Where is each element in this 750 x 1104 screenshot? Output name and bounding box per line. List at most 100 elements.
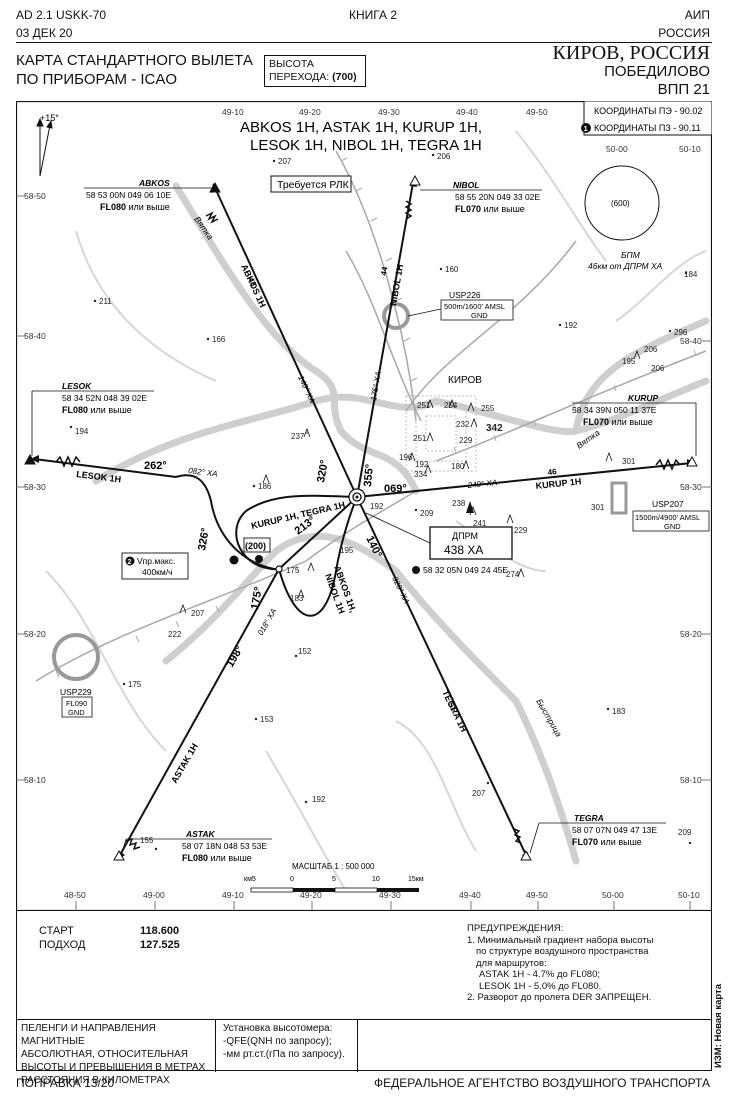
svg-text:FL070 или выше: FL070 или выше [572,837,642,847]
usp229-floor: GND [68,708,85,717]
transition-label1: ВЫСОТА [269,58,314,70]
sid-routes [33,182,693,856]
elevation: 155 [140,836,154,845]
svg-text:FL070 или выше: FL070 или выше [583,417,653,427]
elevation: 255 [481,404,495,413]
lat-label: 58-30 [680,482,702,492]
warn-line: 2. Разворот до пролета DER ЗАПРЕЩЕН. [467,992,652,1003]
elevation: 196 [399,453,413,462]
bpm-label: БПМ [621,250,641,260]
lon-label: 49-50 [526,107,548,117]
scale-tick: км5 [244,876,256,883]
circle-600: (600) [611,199,630,208]
speed-value: 400км/ч [142,567,173,577]
elevation: 184 [684,270,698,279]
lon-label: 49-10 [222,107,244,117]
warn-line: ASTAK 1H - 4.7% до FL080; [479,969,601,980]
doc-date: 03 ДЕК 20 [16,26,73,40]
tegra-coords: 58 07 07N 049 47 13E [572,825,657,835]
elevation: 160 [445,265,459,274]
svg-text:FL080 или выше: FL080 или выше [100,202,170,212]
elevation: 207 [278,157,292,166]
elevation: 183 [612,707,626,716]
doc-id: AD 2.1 USKK-70 [16,8,107,22]
route-kurup-turn [235,494,358,571]
elevation-spots: 207 206 211 166 160 192 296 206 195 206 … [69,152,698,851]
route-kurup-dist: 46 [547,467,557,477]
grid-labels: 58-50 58-40 58-30 58-20 58-10 58-40 58-3… [24,107,702,900]
usp207-floor: GND [664,522,681,531]
elevation: 192 [312,795,326,804]
speed-marker-icon [125,556,135,566]
legend-line: ПЕЛЕНГИ И НАПРАВЛЕНИЯ МАГНИТНЫЕ [21,1023,156,1047]
dprm-coords: 58 32 05N 049 24 45E [423,565,508,575]
elevation: 180 [451,462,465,471]
approach-freq: 127.525 [140,939,180,951]
coord-note1: КООРДИНАТЫ ПЭ - 90.02 [594,106,702,116]
lon-label: 49-50 [526,890,548,900]
fix-labels: ABKOS 58 53 00N 049 06 10E FL080 или выш… [31,178,697,863]
city-blocks [405,395,477,472]
course-262: 262° [144,460,167,472]
note-marker: 1 [584,124,588,133]
nibol-coords: 58 55 20N 049 33 02E [455,192,540,202]
elevation: 192 [564,321,578,330]
usp229-name: USP229 [60,687,92,697]
elevation: 195 [622,357,636,366]
chart-title-line1: КАРТА СТАНДАРТНОГО ВЫЛЕТА [16,52,253,69]
elevation: 195 [340,546,354,555]
lat-label: 58-10 [680,775,702,785]
route-kurup [356,462,693,498]
lon-label: 49-10 [222,890,244,900]
chart-title-line2: ПО ПРИБОРАМ - ICAO [16,71,178,88]
runway-label: ВПП 21 [657,81,710,98]
river-south [392,567,580,865]
route-tegra-dist: 51 [446,701,458,713]
usp207-alt: 1500m/4900' AMSL [635,513,700,522]
legend-divider [215,1020,216,1072]
elevation: 194 [75,427,89,436]
route-depart-213 [278,496,358,570]
elevation-342: 342 [486,423,503,434]
dprm-note-icon [412,566,420,574]
elevation: 192 [370,502,384,511]
warn-line: LESOK 1H - 5.0% до FL080. [479,980,602,992]
lon-label: 49-30 [378,107,400,117]
nibol-fl-suffix: или выше [481,204,525,214]
astak-fl: FL080 [182,853,208,863]
svg-text:FL080 или выше: FL080 или выше [62,405,132,415]
lon-label: 49-00 [143,890,165,900]
altim-line: Установка высотомера: [223,1023,333,1034]
course-326: 326° [196,527,212,552]
elevation: 206 [644,345,658,354]
start-label: СТАРТ [39,925,74,937]
tall-obstacle-icon [466,501,474,513]
kurup-name: KURUP [628,393,659,403]
lat-label: 58-10 [24,775,46,785]
elevation: 183 [290,594,304,603]
lat-label: 58-40 [24,331,46,341]
lon-label: 49-20 [299,107,321,117]
scale-ticks: км5 0 5 10 15км [244,876,424,883]
grid-ticks [16,195,712,911]
transition-label2: ПЕРЕХОДА: [269,71,330,83]
abkos-coords: 58 53 00N 049 06 10E [86,190,171,200]
tegra-fl-suffix: или выше [598,837,642,847]
altimeter-legend: Установка высотомера: -QFE(QNH по запрос… [223,1022,345,1061]
scale-tick: 5 [332,876,336,883]
warn-title: ПРЕДУПРЕЖДЕНИЯ: [467,923,564,934]
turn-marker-icon [255,555,263,563]
usp229-alt: FL090 [66,699,87,708]
tegra-name: TEGRA [574,813,604,823]
elevation: 209 [420,509,434,518]
abkos-fl-suffix: или выше [126,202,170,212]
lat-label: 58-20 [24,629,46,639]
speed-marker-map-icon [229,555,239,565]
usp226-alt: 500m/1600' AMSL [444,302,505,311]
alt-200: (200) [245,541,266,551]
kurup-fl-suffix: или выше [609,417,653,427]
route-astak [119,568,280,856]
transition-altitude-box: ВЫСОТА ПЕРЕХОДА: (700) [264,55,366,87]
legend-panel: ПЕЛЕНГИ И НАПРАВЛЕНИЯ МАГНИТНЫЕ АБСОЛЮТН… [16,1019,712,1086]
elevation: 334 [414,470,428,479]
